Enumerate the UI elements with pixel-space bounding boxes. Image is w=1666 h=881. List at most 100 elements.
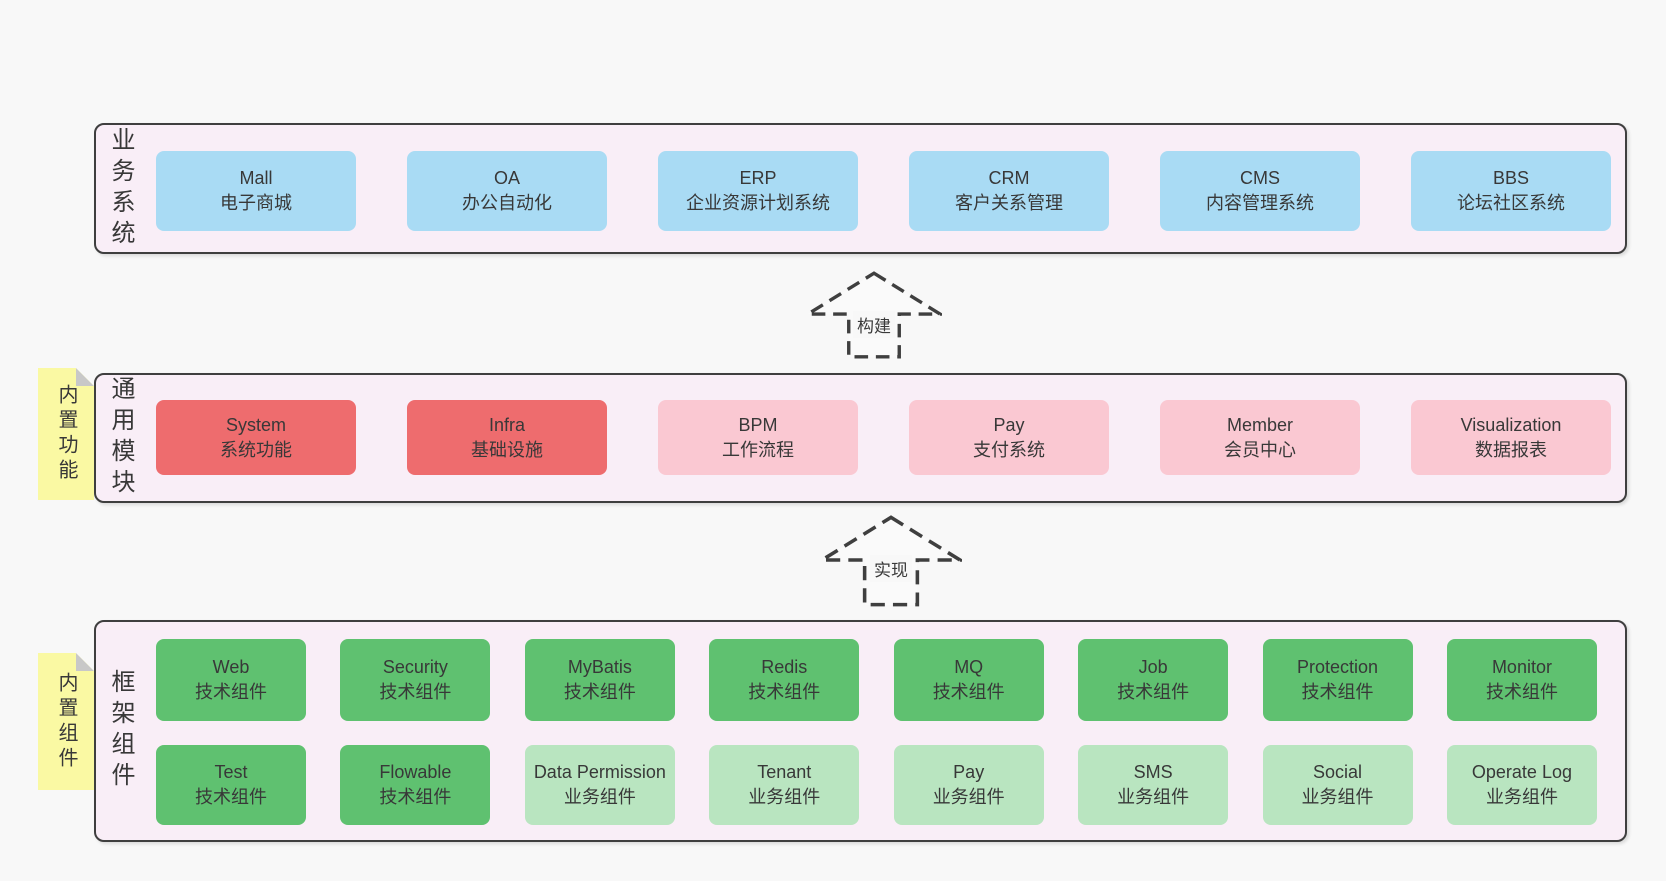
box-subtitle: 业务组件 (748, 787, 821, 807)
box-job: Job 技术组件 (1078, 639, 1229, 721)
box-subtitle: 技术组件 (379, 787, 452, 807)
box-oa: OA 办公自动化 (407, 151, 607, 231)
box-subtitle: 基础设施 (471, 439, 543, 460)
box-title: Data Permission (533, 762, 666, 782)
box-mall: Mall 电子商城 (156, 151, 356, 231)
box-subtitle: 技术组件 (195, 682, 267, 702)
box-mq: MQ 技术组件 (893, 639, 1044, 721)
box-title: MQ (954, 657, 984, 677)
box-title: Protection (1297, 657, 1379, 677)
box-title: System (225, 414, 286, 435)
box-subtitle: 论坛社区系统 (1457, 193, 1565, 213)
box-subtitle: 工作流程 (722, 439, 794, 460)
box-flowable: Flowable 技术组件 (340, 745, 491, 825)
box-pay: Pay 支付系统 (909, 400, 1109, 475)
box-title: Job (1138, 657, 1168, 677)
arrow-build-label: 构建 (853, 311, 895, 338)
box-title: BBS (1492, 168, 1530, 188)
box-social: Social 业务组件 (1262, 745, 1413, 825)
box-title: MyBatis (567, 657, 632, 677)
box-title: Flowable (379, 762, 452, 782)
box-redis: Redis 技术组件 (709, 639, 860, 721)
box-title: Security (382, 657, 448, 677)
box-title: Social (1313, 762, 1363, 782)
layer-common-modules-label: 通用模块 (107, 376, 134, 500)
box-visualization: Visualization 数据报表 (1411, 400, 1611, 475)
note-built-in-features: 内置功能 (38, 368, 94, 500)
box-title: CMS (1240, 168, 1280, 188)
box-title: SMS (1133, 762, 1173, 782)
box-web: Web 技术组件 (156, 639, 306, 721)
box-subtitle: 企业资源计划系统 (686, 193, 830, 213)
box-subtitle: 技术组件 (748, 682, 821, 702)
arrow-implement: 实现 (820, 515, 962, 607)
box-subtitle: 技术组件 (379, 682, 452, 702)
box-subtitle: 内容管理系统 (1206, 193, 1314, 213)
box-test: Test 技术组件 (156, 745, 306, 825)
box-subtitle: 数据报表 (1475, 439, 1547, 460)
box-title: Operate Log (1471, 762, 1572, 782)
box-title: Pay (953, 762, 985, 782)
arrow-build: 构建 (806, 271, 942, 359)
box-erp: ERP 企业资源计划系统 (658, 151, 858, 231)
note-built-in-components-text: 内置组件 (55, 671, 77, 772)
box-title: Redis (761, 657, 808, 677)
box-subtitle: 电子商城 (220, 193, 292, 213)
box-subtitle: 会员中心 (1224, 439, 1296, 460)
note-built-in-components: 内置组件 (38, 653, 94, 790)
box-system: System 系统功能 (156, 400, 356, 475)
box-title: ERP (739, 168, 777, 188)
box-title: OA (493, 168, 520, 188)
box-subtitle: 业务组件 (1485, 787, 1558, 807)
business-systems-row: Mall 电子商城 OA 办公自动化 ERP 企业资源计划系统 CRM 客户关系… (156, 151, 1611, 231)
box-title: Mall (239, 168, 273, 188)
box-subtitle: 技术组件 (1117, 682, 1190, 702)
box-subtitle: 业务组件 (932, 787, 1005, 807)
box-subtitle: 技术组件 (195, 787, 267, 807)
box-tenant: Tenant 业务组件 (709, 745, 860, 825)
box-cms: CMS 内容管理系统 (1160, 151, 1360, 231)
box-bbs: BBS 论坛社区系统 (1411, 151, 1611, 231)
box-monitor: Monitor 技术组件 (1446, 639, 1597, 721)
box-title: Visualization (1460, 414, 1562, 435)
box-subtitle: 业务组件 (563, 787, 636, 807)
box-title: Web (212, 657, 250, 677)
box-security: Security 技术组件 (340, 639, 491, 721)
box-crm: CRM 客户关系管理 (909, 151, 1109, 231)
box-title: Monitor (1491, 657, 1552, 677)
common-modules-row: System 系统功能 Infra 基础设施 BPM 工作流程 Pay 支付系统… (156, 400, 1611, 475)
framework-components-row-2: Test 技术组件 Flowable 技术组件 Data Permission … (156, 745, 1597, 825)
box-subtitle: 技术组件 (932, 682, 1005, 702)
box-title: Member (1226, 414, 1293, 435)
box-title: BPM (738, 414, 778, 435)
box-subtitle: 业务组件 (1117, 787, 1190, 807)
box-title: Tenant (757, 762, 812, 782)
box-bpm: BPM 工作流程 (658, 400, 858, 475)
box-title: CRM (988, 168, 1030, 188)
box-member: Member 会员中心 (1160, 400, 1360, 475)
box-subtitle: 系统功能 (220, 439, 292, 460)
box-pay-biz: Pay 业务组件 (893, 745, 1044, 825)
box-subtitle: 办公自动化 (462, 193, 552, 213)
box-protection: Protection 技术组件 (1262, 639, 1413, 721)
box-subtitle: 客户关系管理 (955, 193, 1063, 213)
box-mybatis: MyBatis 技术组件 (524, 639, 675, 721)
box-infra: Infra 基础设施 (407, 400, 607, 475)
layer-common-modules: 通用模块 System 系统功能 Infra 基础设施 BPM 工作流程 Pay… (94, 373, 1627, 503)
layer-business-systems-label: 业务系统 (107, 126, 134, 251)
layer-framework-components: 框架组件 Web 技术组件 Security 技术组件 MyBatis 技术组件… (94, 620, 1627, 842)
box-subtitle: 技术组件 (1485, 682, 1558, 702)
box-operate-log: Operate Log 业务组件 (1446, 745, 1597, 825)
box-subtitle: 技术组件 (1301, 682, 1374, 702)
box-subtitle: 支付系统 (973, 439, 1045, 460)
layer-business-systems: 业务系统 Mall 电子商城 OA 办公自动化 ERP 企业资源计划系统 CRM… (94, 123, 1627, 254)
box-subtitle: 业务组件 (1301, 787, 1374, 807)
arrow-implement-label: 实现 (870, 555, 912, 582)
box-title: Infra (488, 414, 526, 435)
framework-components-row-1: Web 技术组件 Security 技术组件 MyBatis 技术组件 Redi… (156, 639, 1597, 721)
box-subtitle: 技术组件 (563, 682, 636, 702)
layer-framework-components-label: 框架组件 (107, 669, 134, 793)
box-title: Test (214, 762, 248, 782)
note-built-in-features-text: 内置功能 (55, 384, 77, 484)
